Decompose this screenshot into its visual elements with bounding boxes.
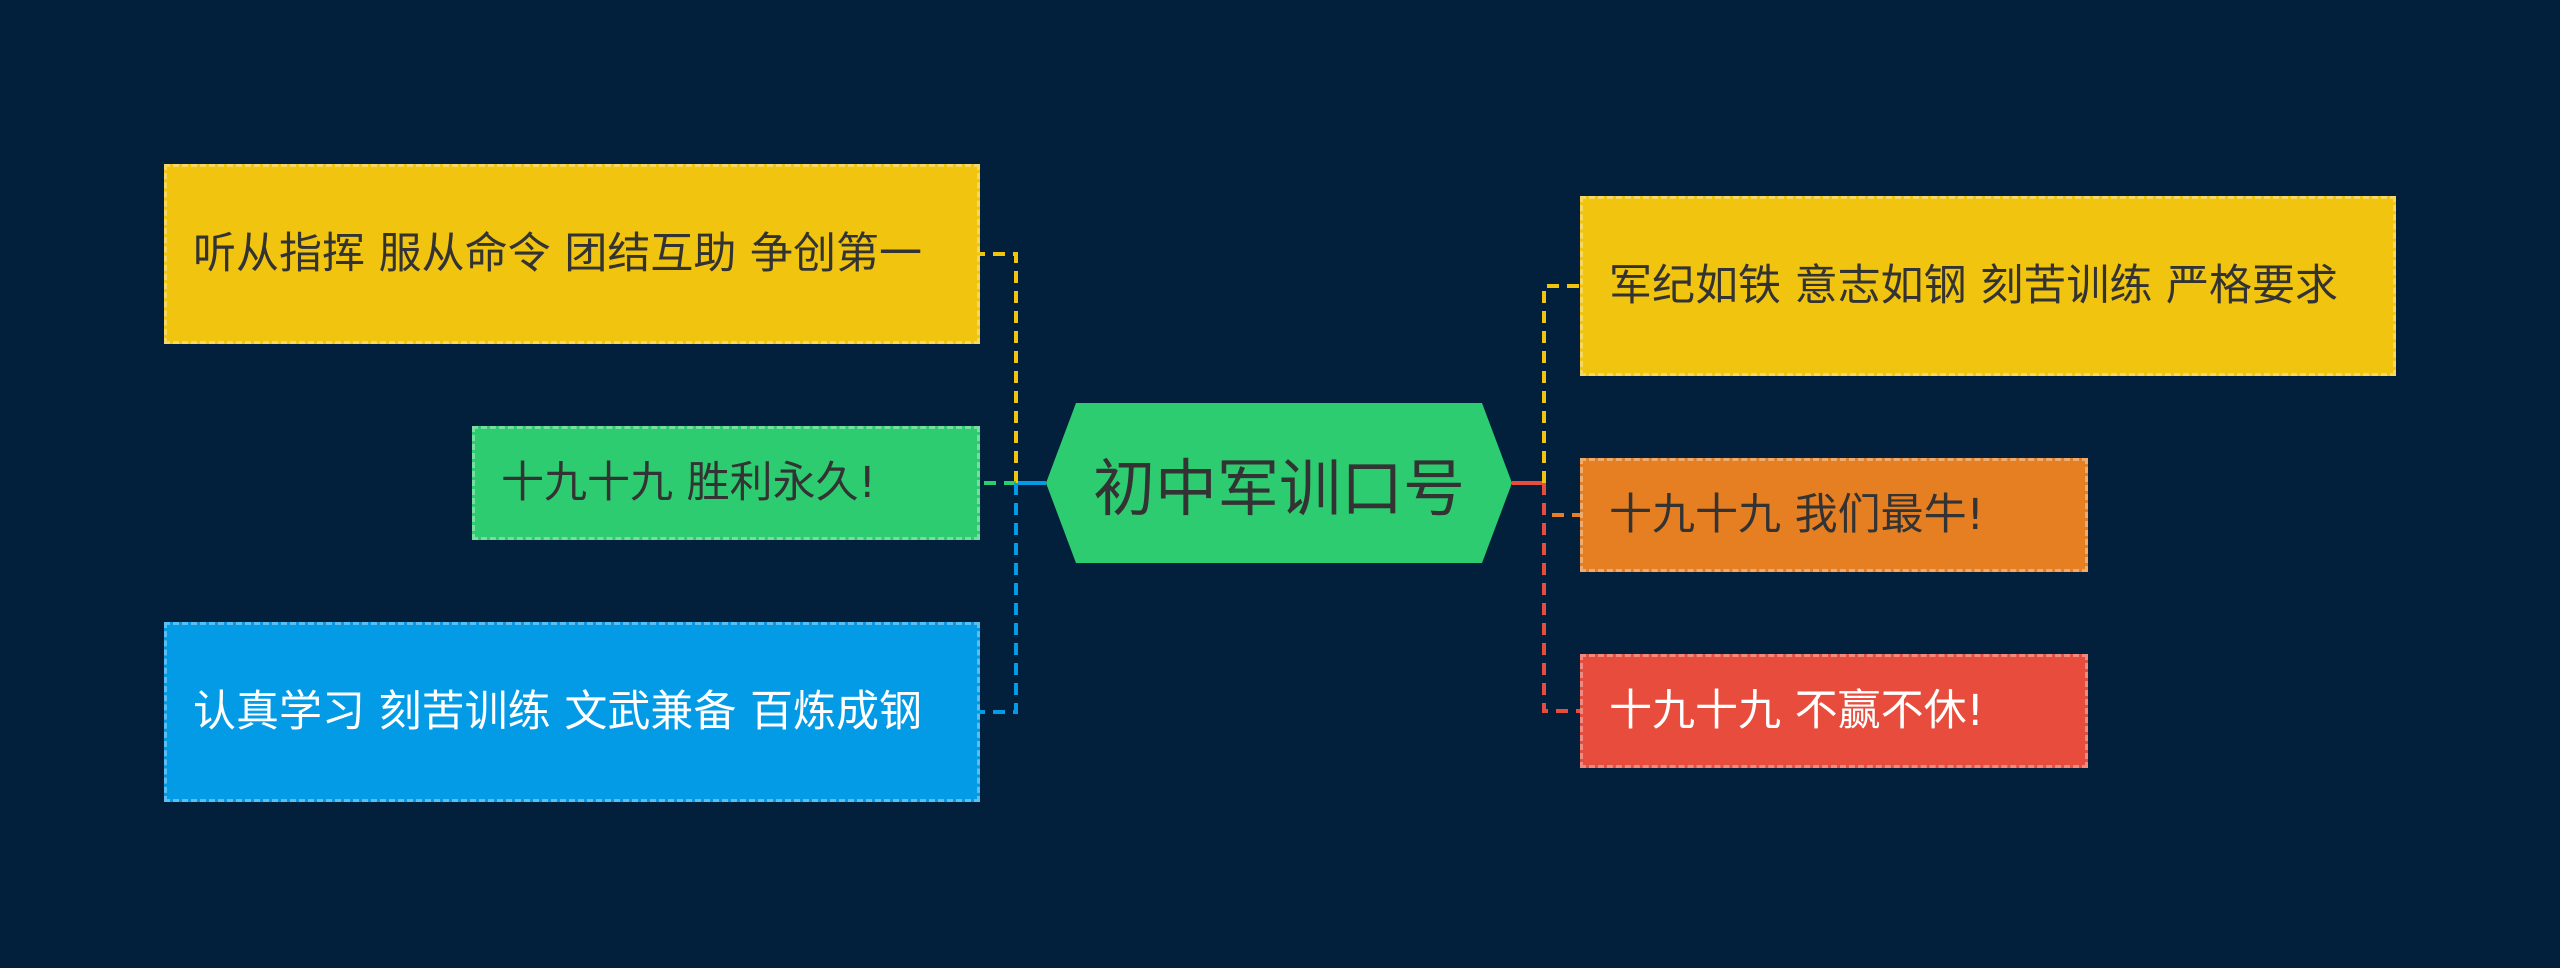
topic-left-1[interactable]: 听从指挥 服从命令 团结互助 争创第一: [164, 164, 980, 344]
topic-left-2-label: 十九十九 胜利永久!: [501, 458, 876, 508]
topic-right-2-label: 十九十九 我们最牛!: [1609, 490, 1984, 540]
topic-left-2[interactable]: 十九十九 胜利永久!: [472, 426, 980, 540]
central-topic-label: 初中军训口号: [1092, 452, 1465, 525]
connector-right-orange: [1542, 483, 1580, 517]
topic-right-1[interactable]: 军纪如铁 意志如钢 刻苦训练 严格要求: [1580, 196, 2396, 376]
connector-right-red: [1542, 483, 1580, 713]
central-topic-hexagon: [1046, 403, 1512, 563]
topic-right-2[interactable]: 十九十九 我们最牛!: [1580, 458, 2088, 572]
topic-right-3[interactable]: 十九十九 不赢不休!: [1580, 654, 2088, 768]
topic-right-1-label: 军纪如铁 意志如钢 刻苦训练 严格要求: [1609, 261, 2339, 311]
connector-left-yellow: [980, 252, 1018, 483]
topic-left-3-label: 认真学习 刻苦训练 文武兼备 百炼成钢: [193, 687, 923, 737]
central-topic[interactable]: 初中军训口号: [1046, 403, 1512, 563]
connector-left-blue: [980, 483, 1018, 714]
topic-right-3-label: 十九十九 不赢不休!: [1609, 686, 1984, 736]
topic-left-1-label: 听从指挥 服从命令 团结互助 争创第一: [193, 229, 923, 279]
topic-left-3[interactable]: 认真学习 刻苦训练 文武兼备 百炼成钢: [164, 622, 980, 802]
connector-right-yellow: [1542, 284, 1580, 483]
